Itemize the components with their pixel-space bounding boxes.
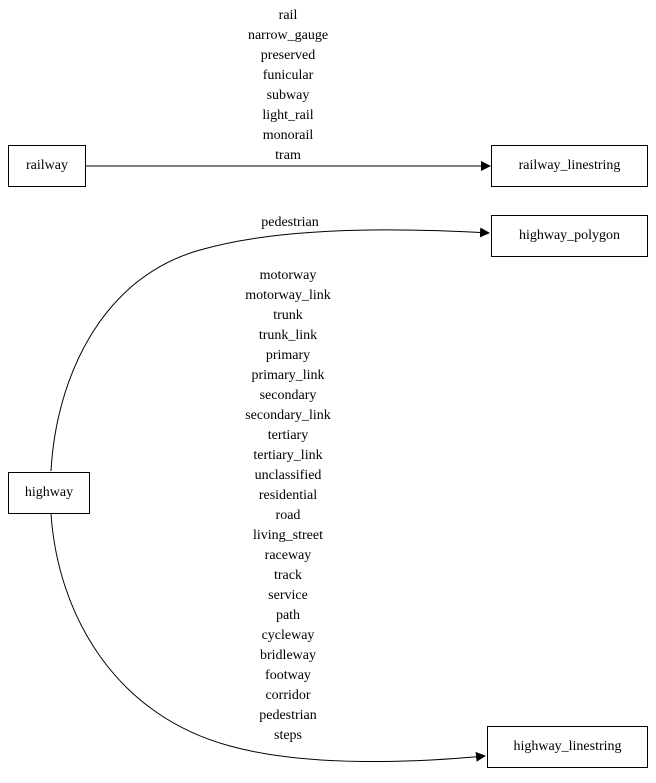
- edge-label-bridleway: bridleway: [260, 648, 316, 663]
- edge-label-tertiary-link: tertiary_link: [253, 448, 323, 463]
- edge-label-living-street: living_street: [253, 528, 323, 543]
- edge-label-funicular: funicular: [262, 68, 314, 83]
- edge-labels-highway-to-highway-linestring: motorway motorway_link trunk trunk_link …: [188, 266, 388, 746]
- edge-highway-to-highway-polygon: [50, 227, 490, 472]
- edge-label-motorway: motorway: [259, 268, 317, 283]
- edge-label-raceway: raceway: [264, 548, 312, 563]
- edge-label-motorway-link: motorway_link: [245, 288, 331, 303]
- edge-label-secondary: secondary: [259, 388, 317, 403]
- node-highway-polygon: highway_polygon: [491, 215, 648, 257]
- edge-label-pedestrian-linestring: pedestrian: [259, 708, 317, 723]
- edge-label-primary-link: primary_link: [251, 368, 325, 383]
- edge-labels-railway-to-railway-linestring: rail narrow_gauge preserved funicular su…: [188, 6, 388, 166]
- edge-highway-to-highway-linestring: [50, 513, 486, 763]
- edge-label-tram: tram: [275, 148, 301, 163]
- edge-label-service: service: [268, 588, 308, 603]
- edge-label-steps: steps: [274, 728, 302, 743]
- edge-label-unclassified: unclassified: [254, 468, 322, 483]
- node-railway-linestring: railway_linestring: [491, 145, 648, 187]
- edge-label-subway: subway: [266, 88, 310, 103]
- edge-label-trunk: trunk: [273, 308, 303, 323]
- edge-label-rail: rail: [278, 8, 298, 23]
- edge-label-road: road: [275, 508, 301, 523]
- edge-label-footway: footway: [265, 668, 311, 683]
- edge-label-trunk-link: trunk_link: [258, 328, 318, 343]
- node-highway-linestring: highway_linestring: [487, 726, 648, 768]
- edge-label-secondary-link: secondary_link: [245, 408, 331, 423]
- edge-label-preserved: preserved: [260, 48, 316, 63]
- edge-label-path: path: [275, 608, 301, 623]
- node-railway: railway: [8, 145, 86, 187]
- edge-label-narrow-gauge: narrow_gauge: [247, 28, 329, 43]
- node-highway: highway: [8, 472, 90, 514]
- edge-label-light-rail: light_rail: [262, 108, 314, 123]
- edge-labels-highway-to-highway-polygon: pedestrian: [215, 213, 365, 233]
- edge-label-residential: residential: [258, 488, 318, 503]
- edge-label-cycleway: cycleway: [261, 628, 315, 643]
- edge-label-tertiary: tertiary: [267, 428, 309, 443]
- edge-label-primary: primary: [265, 348, 311, 363]
- edge-label-track: track: [274, 568, 302, 583]
- edge-label-corridor: corridor: [265, 688, 311, 703]
- edge-label-monorail: monorail: [262, 128, 314, 143]
- edge-label-pedestrian-polygon: pedestrian: [261, 215, 319, 230]
